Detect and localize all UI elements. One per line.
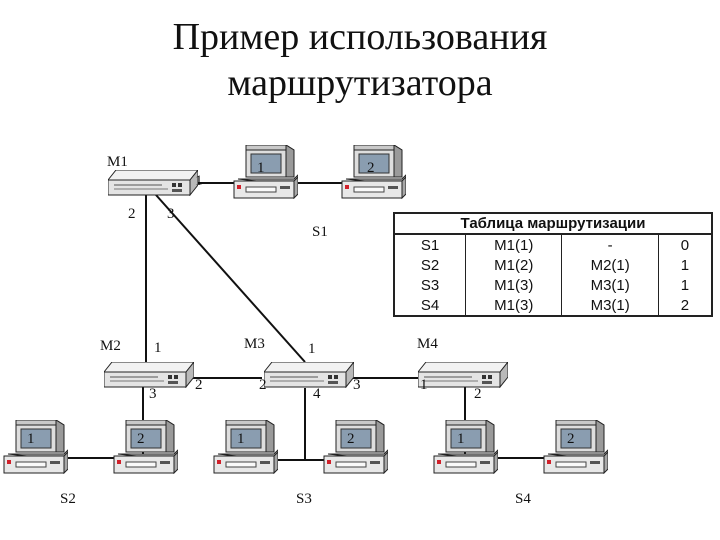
router-label-m1: M1 — [107, 154, 128, 170]
router-m1[interactable] — [108, 170, 198, 196]
table-cell: 0 — [657, 234, 712, 255]
port-m2-3: 3 — [149, 386, 157, 402]
table-cell: M1(3) — [464, 275, 562, 295]
port-m4-2: 2 — [474, 386, 482, 402]
router-m3[interactable] — [264, 362, 354, 388]
computer-s3-2[interactable] — [323, 420, 388, 474]
port-m4-1: 1 — [420, 377, 428, 393]
port-m3-1: 1 — [308, 341, 316, 357]
computer-s3-1[interactable] — [213, 420, 278, 474]
table-cell: S3 — [420, 276, 440, 294]
table-cell: M3(1) — [561, 295, 659, 316]
computer-s2-1[interactable] — [3, 420, 68, 474]
host-label-s4-2: 2 — [567, 431, 575, 447]
table-cell: M1(2) — [464, 255, 562, 275]
routing-table: Таблица маршрутизации S1 M1(1) - 0 S2 M1… — [393, 212, 713, 317]
table-cell: M2(1) — [561, 255, 659, 275]
computer-s4-2[interactable] — [543, 420, 608, 474]
router-label-m3: M3 — [244, 336, 265, 352]
routing-table-header: Таблица маршрутизации — [394, 213, 712, 235]
table-cell: - — [561, 234, 659, 255]
host-label-s2-2: 2 — [137, 431, 145, 447]
port-m2-1: 1 — [154, 340, 162, 356]
table-row: S4 M1(3) M3(1) 2 — [394, 295, 712, 316]
table-row: S3 M1(3) M3(1) 1 — [394, 275, 712, 295]
table-cell: M3(1) — [561, 275, 659, 295]
host-label-s4-1: 1 — [457, 431, 465, 447]
segment-label-s2: S2 — [60, 491, 76, 507]
computer-s1-1[interactable] — [233, 145, 298, 199]
host-label-s3-1: 1 — [237, 431, 245, 447]
computer-s4-1[interactable] — [433, 420, 498, 474]
port-m1-3: 3 — [167, 206, 175, 222]
router-label-m4: M4 — [417, 336, 438, 352]
router-m4[interactable] — [418, 362, 508, 388]
link-m1-m3 — [155, 194, 306, 363]
page-title: Пример использования маршрутизатора — [0, 14, 720, 106]
segment-label-s3: S3 — [296, 491, 312, 507]
port-m3-3: 3 — [353, 377, 361, 393]
table-cell: S2 — [420, 256, 440, 274]
title-line-1: Пример использования — [172, 16, 548, 58]
host-label-s3-2: 2 — [347, 431, 355, 447]
port-m1-2: 2 — [128, 206, 136, 222]
table-cell: S4 — [420, 296, 440, 314]
host-label-s1-1: 1 — [257, 160, 265, 176]
port-m3-4: 4 — [313, 386, 321, 402]
table-cell: 1 — [657, 275, 712, 295]
router-label-m2: M2 — [100, 338, 121, 354]
host-label-s1-2: 2 — [367, 160, 375, 176]
router-m2[interactable] — [104, 362, 194, 388]
segment-label-s4: S4 — [515, 491, 531, 507]
segment-label-s1: S1 — [312, 224, 328, 240]
table-cell: 1 — [657, 255, 712, 275]
title-line-2: маршрутизатора — [227, 62, 493, 104]
table-cell: S1 — [420, 236, 440, 254]
port-m1-1: 1 — [195, 173, 203, 189]
table-row: S1 M1(1) - 0 — [394, 234, 712, 255]
port-m3-2: 2 — [259, 377, 267, 393]
computer-s2-2[interactable] — [113, 420, 178, 474]
table-row: S2 M1(2) M2(1) 1 — [394, 255, 712, 275]
table-cell: M1(3) — [464, 295, 562, 316]
port-m2-2: 2 — [195, 377, 203, 393]
host-label-s2-1: 1 — [27, 431, 35, 447]
table-cell: 2 — [657, 295, 712, 316]
table-cell: M1(1) — [464, 234, 562, 255]
